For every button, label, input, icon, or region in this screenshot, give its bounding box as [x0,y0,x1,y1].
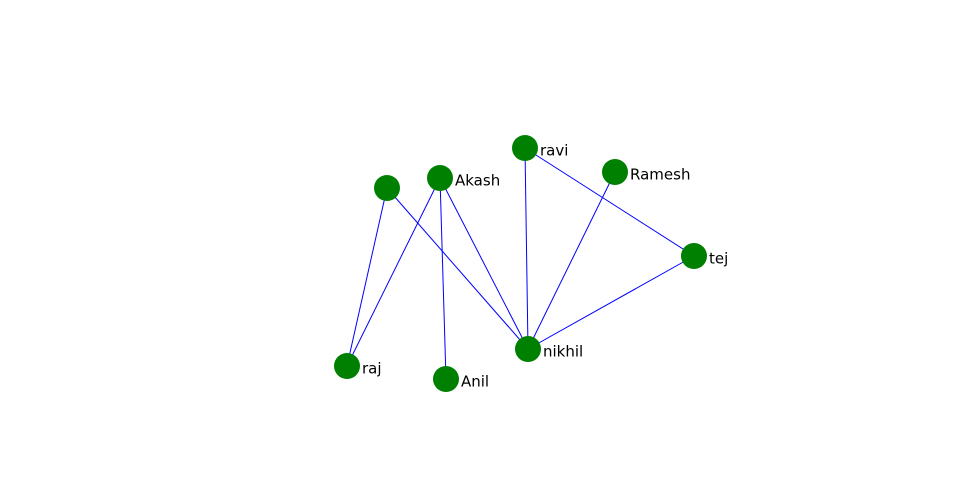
node-tej[interactable]: tej [681,243,730,269]
node-ravi[interactable]: ravi [512,135,570,161]
node-ramesh[interactable]: Ramesh [602,159,692,185]
node-nikhil[interactable]: nikhil [515,336,585,362]
node-circle-akash[interactable] [427,165,453,191]
node-circle-anil[interactable] [433,366,459,392]
node-unnamed[interactable] [374,175,400,201]
node-label-anil: Anil [461,373,489,391]
node-circle-ravi[interactable] [512,135,538,161]
node-label-ramesh: Ramesh [630,166,690,184]
node-label-akash: Akash [455,172,500,190]
node-label-raj: raj [362,360,382,378]
edge-ramesh-nikhil [527,171,616,350]
node-label-tej: tej [709,250,728,268]
node-raj[interactable]: raj [334,353,383,379]
node-label-nikhil: nikhil [543,343,583,361]
edge-ravi-nikhil [524,147,529,350]
edge-akash-raj [346,177,441,367]
edges-layer [346,147,695,380]
edge-tej-nikhil [527,255,695,350]
node-anil[interactable]: Anil [433,366,491,392]
node-circle-nikhil[interactable] [515,336,541,362]
edge-akash-anil [439,177,447,380]
edge-akash-nikhil [439,177,529,350]
edge-ravi-tej [524,147,695,257]
node-label-ravi: ravi [540,142,568,160]
edge-unnamed-raj [346,187,388,367]
edge-unnamed-nikhil [386,187,529,350]
node-circle-unnamed[interactable] [374,175,400,201]
node-circle-ramesh[interactable] [602,159,628,185]
node-akash[interactable]: Akash [427,165,502,191]
node-circle-raj[interactable] [334,353,360,379]
node-circle-tej[interactable] [681,243,707,269]
